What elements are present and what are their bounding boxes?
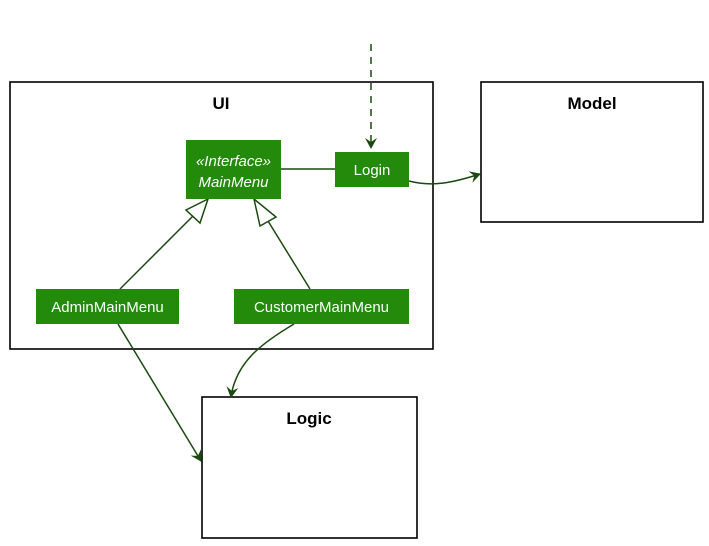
- mainmenu-name: MainMenu: [198, 174, 269, 191]
- model-package-title: Model: [567, 94, 616, 113]
- login-name: Login: [354, 162, 391, 179]
- logic-package: Logic: [201, 396, 418, 539]
- customer-realization-line: [267, 220, 311, 290]
- customermainmenu-name: CustomerMainMenu: [254, 299, 389, 316]
- admin-realization-triangle: [184, 197, 210, 225]
- adminmainmenu-class[interactable]: AdminMainMenu: [36, 289, 179, 324]
- mainmenu-class[interactable]: «Interface» MainMenu: [186, 140, 281, 199]
- adminmainmenu-name: AdminMainMenu: [51, 299, 164, 316]
- ui-package-title: UI: [213, 94, 230, 113]
- admin-to-logic-arrow: [117, 323, 202, 462]
- login-class[interactable]: Login: [335, 152, 409, 187]
- customer-realization-triangle: [252, 197, 278, 228]
- mainmenu-stereotype: «Interface»: [196, 153, 271, 170]
- login-to-model-arrow: [408, 171, 481, 185]
- customermainmenu-class[interactable]: CustomerMainMenu: [234, 289, 409, 324]
- admin-realization-line: [119, 215, 194, 290]
- model-package: Model: [480, 81, 704, 223]
- logic-package-title: Logic: [286, 409, 331, 428]
- customer-to-logic-arrow: [226, 323, 295, 398]
